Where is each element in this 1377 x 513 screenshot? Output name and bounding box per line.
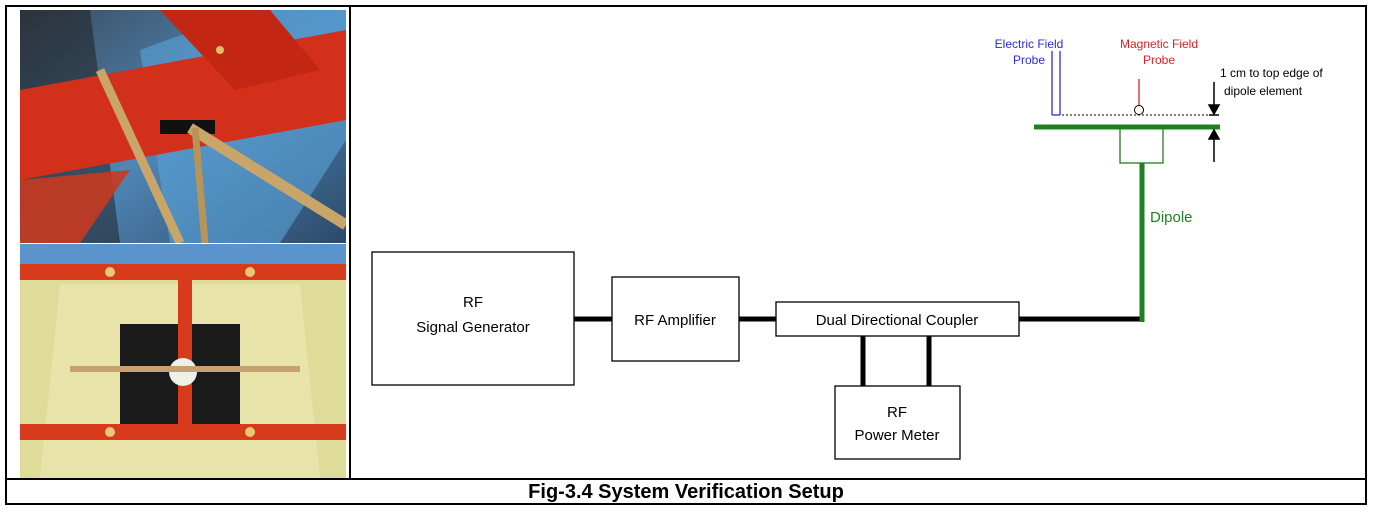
magnetic-probe-label-line1: Magnetic Field [1120, 37, 1198, 51]
figure-caption: Fig-3.4 System Verification Setup [528, 481, 844, 503]
figure-frame [5, 5, 1367, 505]
electric-probe-label-line1: Electric Field [995, 37, 1064, 51]
signal-generator-label-line1: RF [463, 294, 483, 311]
magnetic-probe-label-line2: Probe [1143, 53, 1175, 67]
photo-column [20, 10, 346, 478]
caption-divider [5, 478, 1367, 480]
power-meter-label-line1: RF [887, 404, 907, 421]
spacing-indicator [1207, 82, 1221, 162]
power-meter-box [834, 385, 961, 460]
coupler-label: Dual Directional Coupler [816, 312, 979, 329]
signal-generator-label-line2: Signal Generator [416, 319, 529, 336]
electric-probe-label-line2: Probe [1013, 53, 1045, 67]
amplifier-label: RF Amplifier [634, 312, 716, 329]
dipole-antenna [1034, 124, 1220, 322]
dipole-closeup-image [20, 10, 346, 243]
dipole-label: Dipole [1150, 209, 1193, 226]
spacing-note-line2: dipole element [1224, 84, 1303, 98]
magnetic-probe-shape [1134, 79, 1144, 115]
power-meter-label-line2: Power Meter [854, 427, 939, 444]
dipole-setup-photo [20, 244, 346, 478]
electric-probe-shape [1051, 51, 1061, 116]
spacing-note-line1: 1 cm to top edge of [1220, 66, 1323, 80]
column-divider [349, 5, 351, 479]
dipole-closeup-photo [20, 10, 346, 243]
dipole-setup-image [20, 244, 346, 478]
setup-block-diagram: RF Signal Generator RF Amplifier Dual Di… [371, 37, 1323, 460]
